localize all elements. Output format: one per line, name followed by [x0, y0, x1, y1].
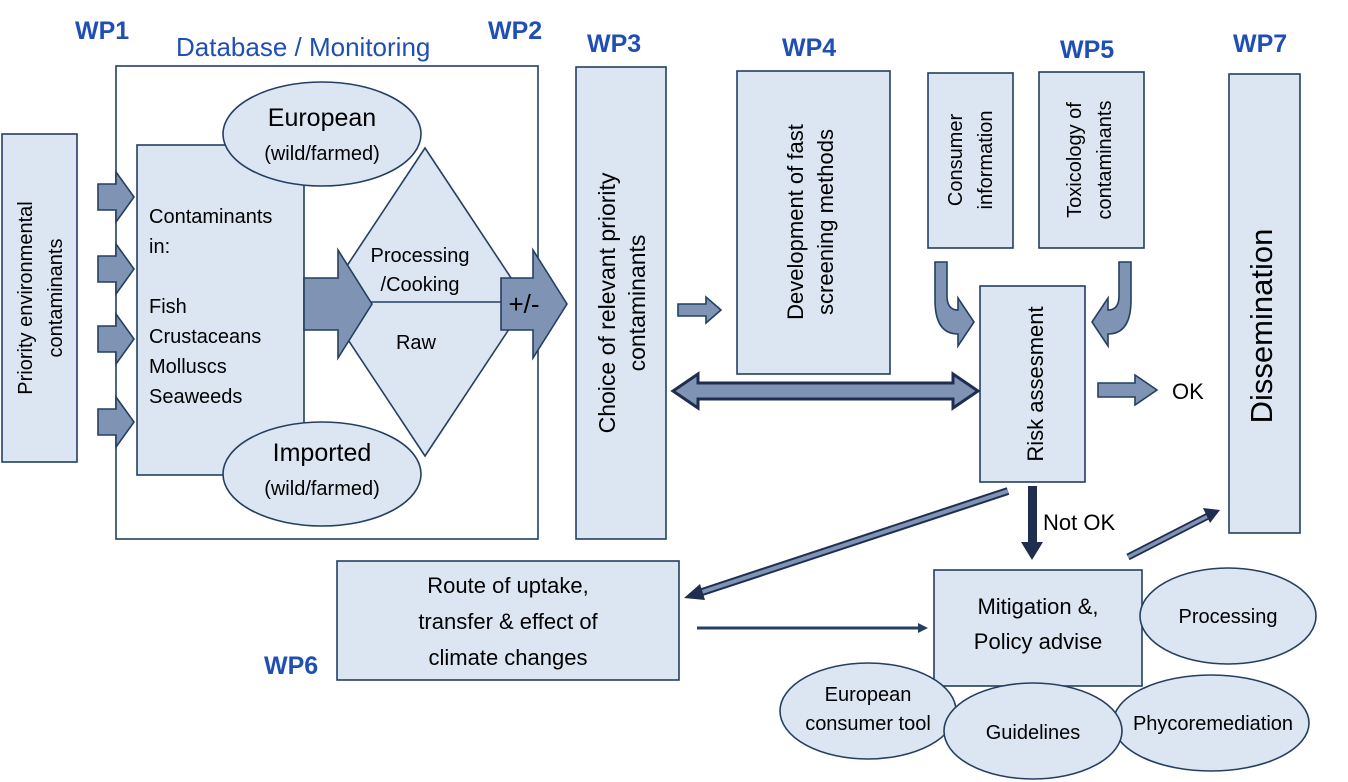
toxicology-line2: contaminants — [1094, 101, 1116, 220]
wp3-label: WP3 — [587, 30, 641, 58]
priority-contaminants-box — [1, 133, 78, 463]
not-ok-arrow — [1021, 486, 1043, 560]
not-ok-label: Not OK — [1043, 510, 1115, 535]
processing-ellipse — [1139, 567, 1317, 665]
risk-label: Risk assesment — [1023, 306, 1048, 461]
toxicology-box — [1038, 71, 1145, 249]
european-tool-ellipse — [779, 662, 957, 760]
wp1-label: WP1 — [75, 17, 129, 45]
mitigation-line2: Policy advise — [974, 629, 1102, 654]
wp4-label: WP4 — [782, 34, 836, 62]
ok-label: OK — [1172, 379, 1204, 404]
dissemination-label: Dissemination — [1244, 229, 1279, 424]
contaminants-to-processing-arrow — [303, 247, 373, 361]
route-line3: climate changes — [429, 645, 588, 670]
choice-line1: Choice of relevant priority — [594, 172, 620, 433]
route-line2: transfer & effect of — [418, 609, 598, 634]
screening-line2: screening methods — [813, 129, 838, 315]
input-arrow-3 — [97, 311, 135, 367]
guidelines-ellipse — [943, 682, 1123, 780]
imported-sub: (wild/farmed) — [264, 478, 380, 500]
risk-assessment-box — [979, 285, 1086, 483]
choice-line2: contaminants — [624, 235, 650, 372]
priority-line1: Priority environmental — [15, 201, 37, 394]
wp5-label: WP5 — [1060, 36, 1114, 64]
consumer-to-risk-arrow — [934, 261, 975, 349]
wp2-label: WP2 — [488, 17, 542, 45]
fast-screening-box — [736, 70, 891, 375]
ok-arrow — [1097, 373, 1159, 407]
consumer-line1: Consumer — [945, 114, 967, 207]
risk-to-route-line-inner — [695, 489, 1009, 596]
european-sub: (wild/farmed) — [264, 143, 380, 165]
guidelines-label: Guidelines — [986, 722, 1081, 744]
mitigation-box — [933, 569, 1143, 687]
priority-line2: contaminants — [45, 239, 67, 358]
input-arrow-4 — [97, 394, 135, 450]
plus-minus-arrow — [500, 247, 568, 361]
wp6-label: WP6 — [264, 652, 318, 680]
processing-line1: Processing — [371, 245, 470, 267]
raw-label: Raw — [396, 332, 437, 354]
contaminants-item-seaweeds: Seaweeds — [149, 386, 242, 408]
european-tool-line2: consumer tool — [805, 713, 931, 735]
toxicology-to-risk-arrow — [1091, 261, 1132, 349]
toxicology-line1: Toxicology of — [1064, 102, 1086, 218]
european-ellipse — [222, 81, 422, 187]
consumer-line2: information — [975, 111, 997, 210]
route-uptake-box — [336, 560, 680, 681]
processing-line2: /Cooking — [381, 274, 460, 296]
wp7-label: WP7 — [1233, 30, 1287, 58]
mitigation-to-dissemination-arrowhead — [1203, 508, 1220, 523]
mitigation-line1: Mitigation &, — [977, 594, 1098, 619]
risk-to-route-arrowhead — [684, 584, 705, 600]
input-arrow-2 — [97, 241, 135, 297]
european-tool-line1: European — [825, 684, 912, 706]
contaminants-item-molluscs: Molluscs — [149, 356, 227, 378]
processing-ellipse-label: Processing — [1179, 606, 1278, 628]
route-to-mitigation-arrowhead — [918, 623, 928, 633]
choice-risk-double-arrow — [670, 371, 981, 411]
route-line1: Route of uptake, — [427, 573, 588, 598]
database-title: Database / Monitoring — [176, 32, 430, 62]
imported-ellipse — [222, 421, 422, 527]
dissemination-box — [1228, 73, 1301, 534]
screening-line1: Development of fast — [783, 124, 808, 320]
consumer-information-box — [927, 72, 1014, 249]
contaminants-item-fish: Fish — [149, 296, 187, 318]
contaminants-box — [136, 144, 305, 476]
phycoremediation-label: Phycoremediation — [1133, 713, 1293, 735]
contaminants-item-crustaceans: Crustaceans — [149, 326, 261, 348]
plus-minus-label: +/- — [508, 289, 539, 319]
imported-title: Imported — [273, 439, 372, 467]
european-title: European — [268, 104, 376, 132]
choice-contaminants-box — [575, 66, 667, 540]
mitigation-to-dissemination-inner — [1127, 514, 1209, 559]
input-arrow-1 — [97, 169, 135, 225]
contaminants-line2: in: — [149, 236, 170, 258]
choice-to-screening-arrow — [677, 295, 723, 325]
contaminants-line1: Contaminants — [149, 206, 272, 228]
